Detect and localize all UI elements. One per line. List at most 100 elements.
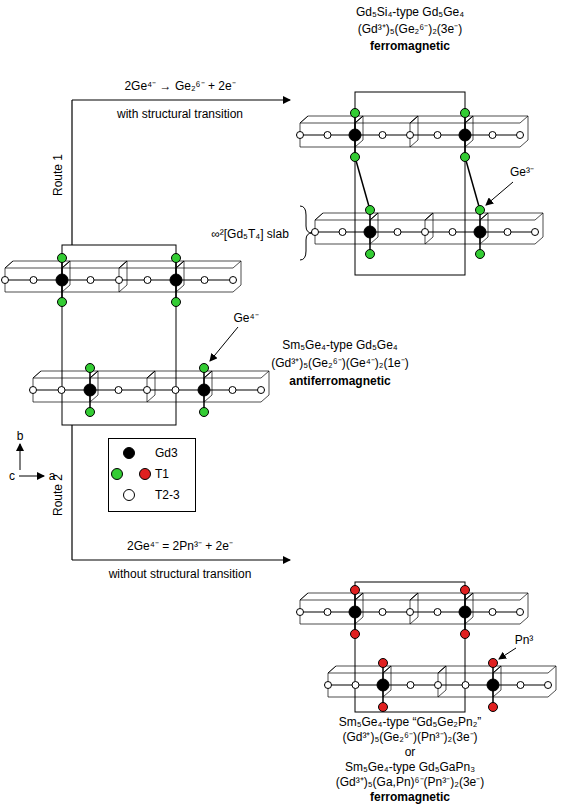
magnetic-state: ferromagnetic: [370, 39, 450, 53]
reaction-label: 2Ge⁴⁻ = 2Pn³⁻ + 2e⁻: [127, 539, 233, 553]
leader-line: [499, 648, 516, 659]
polyhedron-edge: [410, 123, 465, 124]
gd3-atom: [474, 226, 486, 238]
polyhedron-edge: [300, 593, 308, 600]
polyhedron-edge: [33, 378, 90, 379]
polyhedron-outline: [355, 116, 418, 147]
t1-atom: [476, 250, 485, 259]
t23-atom: [312, 229, 319, 236]
polyhedron-edge: [355, 123, 410, 124]
gd3-atom: [364, 226, 376, 238]
t23-atom: [258, 387, 265, 394]
structure-title: Sm₅Ge₄-type “Gd₅Ge₂Pn₂”: [339, 715, 482, 729]
polyhedron-outline: [410, 116, 473, 147]
t23-atom: [30, 277, 37, 284]
t23-atom: [339, 229, 346, 236]
polyhedron-edge: [147, 371, 155, 378]
polyhedron-edge: [425, 213, 433, 220]
polyhedron-edge: [90, 378, 147, 379]
polyhedron-edge: [493, 673, 548, 674]
polyhedron-edge: [520, 593, 528, 600]
t23-atom: [229, 387, 236, 394]
structure-title: Sm₅Ge₄-type Gd₅Ge₄: [282, 338, 398, 352]
t1-atom: [351, 586, 360, 595]
t1-atom: [86, 408, 95, 417]
cell-outline: [355, 92, 465, 275]
t1-atom: [461, 153, 470, 162]
polyhedron-edge: [410, 593, 418, 600]
t1-atom: [379, 659, 388, 668]
atom-callout: Ge³⁻: [510, 165, 534, 179]
polyhedron-edge: [520, 116, 528, 123]
polyhedron-edge: [119, 261, 127, 268]
t23-atom: [449, 229, 456, 236]
polyhedron-edge: [204, 378, 261, 379]
t1-atom: [461, 586, 470, 595]
polyhedron-edge: [300, 116, 308, 123]
polyhedron-outline: [315, 213, 378, 244]
t23-atom: [116, 277, 123, 284]
legend-box: Gd3T1T2-3: [108, 438, 196, 512]
polyhedron-edge: [410, 593, 418, 600]
polyhedron-edge: [119, 261, 127, 268]
route-line: [71, 100, 72, 245]
polyhedron-outline: [204, 371, 269, 402]
polyhedron-edge: [548, 666, 556, 673]
t23-atom: [87, 277, 94, 284]
t23-atom: [394, 229, 401, 236]
polyhedron-outline: [425, 213, 488, 244]
t23-atom: [297, 609, 304, 616]
t1-atom: [366, 250, 375, 259]
t1-atom: [351, 109, 360, 118]
legend-text: Gd3: [155, 446, 178, 460]
polyhedron-outline: [438, 666, 501, 697]
gd3-atom: [459, 606, 471, 618]
t1-atom: [58, 254, 67, 263]
formula: (Gd³⁺)₅(Ge₂⁶⁻)(Pn³⁻)₂(3e⁻): [342, 730, 477, 744]
structure-title: Sm₅Ge₄-type Gd₅GaPn₃: [345, 760, 475, 774]
polyhedron-edge: [5, 261, 13, 268]
route-label: Route 1: [51, 154, 65, 196]
t1-atom: [476, 206, 485, 215]
atom-callout: Ge⁴⁻: [233, 311, 258, 325]
t1-atom: [200, 364, 209, 373]
t23-atom: [325, 682, 332, 689]
polyhedron-edge: [33, 371, 41, 378]
t23-atom: [172, 387, 179, 394]
axis-arrow: [20, 444, 21, 470]
t23-atom: [115, 387, 122, 394]
t23-atom: [517, 132, 524, 139]
axis-arrow: [19, 476, 44, 477]
t1-atom: [489, 659, 498, 668]
axis-label: c: [9, 469, 15, 483]
polyhedron-outline: [300, 116, 363, 147]
route-note: with structural transition: [117, 107, 243, 121]
t23-atom: [504, 229, 511, 236]
t23-atom: [58, 387, 65, 394]
t23-atom: [434, 609, 441, 616]
route-arrow: [72, 99, 290, 100]
gd3-atom: [487, 679, 499, 691]
t23-atom: [324, 609, 331, 616]
t23-atom: [30, 387, 37, 394]
t1-atom: [351, 153, 360, 162]
polyhedron-outline: [480, 213, 543, 244]
structure-title: Gd₅Si₄-type Gd₅Ge₄: [356, 5, 464, 19]
t23-atom: [297, 132, 304, 139]
polyhedron-edge: [425, 220, 480, 221]
t23-atom: [379, 132, 386, 139]
polyhedron-edge: [300, 600, 355, 601]
polyhedron-edge: [147, 371, 155, 378]
polyhedron-outline: [465, 116, 528, 147]
t23-atom: [407, 132, 414, 139]
gd3-atom: [459, 129, 471, 141]
t23-atom: [434, 132, 441, 139]
polyhedron-edge: [465, 123, 520, 124]
polyhedron-edge: [535, 213, 543, 220]
polyhedron-edge: [119, 268, 176, 269]
route-arrow: [72, 559, 290, 560]
dimer-bond: [355, 157, 370, 210]
t1-atom: [351, 630, 360, 639]
formula: (Gd³⁺)₅(Ge₂⁶⁻)₂(3e⁻): [358, 22, 462, 36]
